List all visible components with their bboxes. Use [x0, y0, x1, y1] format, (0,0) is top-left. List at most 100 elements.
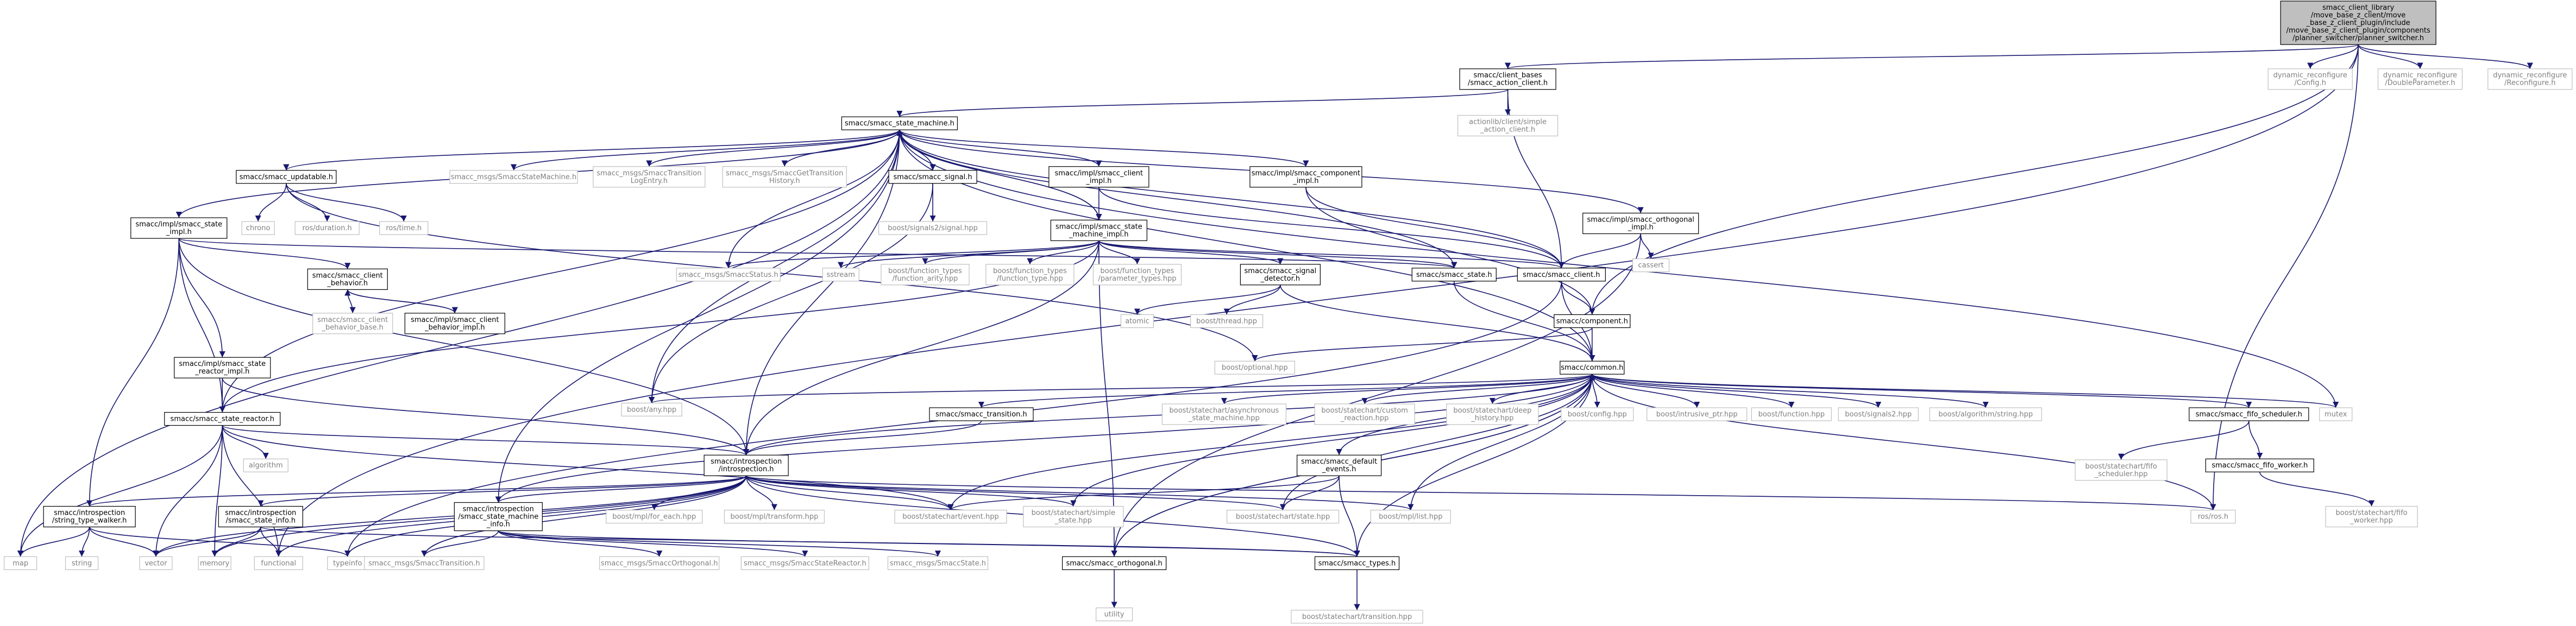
node-box — [2267, 68, 2353, 90]
node-label: boost/statechart/state.hpp — [1236, 513, 1330, 521]
node-mutex: mutex — [2319, 407, 2353, 421]
node-component-impl[interactable]: smacc/impl/smacc_component_impl.h — [1249, 166, 1362, 188]
node-box — [241, 221, 275, 235]
node-box — [1240, 264, 1321, 286]
node-label: smacc/smacc_state.h — [1416, 271, 1492, 279]
node-label: boost/mpl/transform.hpp — [730, 513, 818, 521]
node-label: boost/mpl/list.hpp — [1379, 513, 1442, 521]
edge-sm_h-to-client_h — [899, 130, 1565, 268]
node-sm-info[interactable]: smacc/introspection/smacc_state_machine_… — [454, 502, 543, 532]
node-type-walker[interactable]: smacc/introspection/string_type_walker.h — [43, 505, 136, 528]
node-mpl-for-each: boost/mpl/for_each.hpp — [606, 509, 703, 524]
node-box — [2205, 458, 2314, 472]
node-signal-detector[interactable]: smacc/smacc_signal_detector.h — [1240, 264, 1321, 286]
node-updatable[interactable]: smacc/smacc_updatable.h — [236, 170, 337, 184]
node-boost-function: boost/function.hpp — [1751, 407, 1832, 421]
edge-introspection-to-mpl_transform — [745, 476, 778, 510]
node-label: _impl.h — [1292, 177, 1318, 185]
node-client-impl[interactable]: smacc/impl/smacc_client_impl.h — [1048, 166, 1149, 188]
node-box — [822, 268, 859, 282]
edge-common_h-to-boost_algorithm — [1592, 374, 1989, 408]
node-box — [1161, 403, 1286, 425]
node-types-h[interactable]: smacc/smacc_types.h — [1314, 556, 1400, 570]
node-box — [1291, 610, 1423, 624]
edge-transition_h-to-introspection — [743, 420, 982, 456]
node-sstream: sstream — [822, 268, 859, 282]
node-label: smacc/smacc_fifo_scheduler.h — [2196, 410, 2302, 419]
node-box — [881, 264, 970, 286]
node-box — [294, 221, 360, 235]
edge-common_h-to-sc_simple_state — [1070, 374, 1593, 507]
node-label: smacc/introspection — [54, 509, 125, 517]
node-introspection[interactable]: smacc/introspection/introspection.h — [703, 454, 789, 476]
node-label: smacc_msgs/SmaccTransition — [596, 169, 701, 178]
node-string: string — [65, 556, 99, 570]
edge-sm_info-to-msg_orthogonal — [498, 530, 663, 557]
node-box — [2190, 509, 2236, 524]
node-cb-action-client[interactable]: smacc/client_bases/smacc_action_client.h — [1459, 68, 1556, 90]
node-sc-async: boost/statechart/asynchronous_state_mach… — [1161, 403, 1286, 425]
edge-sm_h-to-map — [17, 130, 900, 557]
node-cb-base: smacc/smacc_client_behavior_base.h — [312, 313, 393, 334]
node-fifo-scheduler[interactable]: smacc/smacc_fifo_scheduler.h — [2189, 407, 2309, 421]
node-msg-reactor: smacc_msgs/SmaccStateReactor.h — [740, 556, 869, 570]
edge-sm_impl-to-orthogonal_h — [1098, 241, 1117, 557]
node-label: _detector.h — [1260, 275, 1300, 283]
node-box — [139, 556, 173, 570]
node-box — [1582, 212, 1699, 235]
node-signal-h[interactable]: smacc/smacc_signal.h — [888, 170, 977, 184]
edge-common_h-to-mutex — [1592, 374, 2339, 408]
node-box — [1459, 68, 1556, 90]
node-label: boost/algorithm/string.hpp — [1938, 410, 2033, 419]
node-label: smacc_msgs/SmaccTransition.h — [368, 559, 480, 567]
edge-introspection-to-sc_state — [745, 475, 1286, 511]
node-state-info[interactable]: smacc/introspection/smacc_state_info.h — [218, 505, 303, 528]
node-map: map — [4, 556, 37, 570]
node-state-reactor[interactable]: smacc/smacc_state_reactor.h — [164, 412, 281, 426]
node-label: ros/time.h — [386, 224, 422, 232]
node-reactor-impl[interactable]: smacc/impl/smacc_state_reactor_impl.h — [174, 357, 271, 378]
node-label: boost/statechart/simple — [1032, 509, 1115, 517]
node-msg-orthogonal: smacc_msgs/SmaccOrthogonal.h — [599, 556, 720, 570]
edge-reactor_impl-to-introspection — [222, 378, 750, 456]
node-label: string — [72, 559, 92, 567]
node-default-events[interactable]: smacc/smacc_default_events.h — [1296, 454, 1382, 476]
edge-common_h-to-boost_signals2 — [1592, 374, 1882, 408]
node-label: ros/duration.h — [303, 224, 352, 232]
node-box — [2487, 68, 2573, 90]
node-label: /DoubleParameter.h — [2385, 79, 2455, 87]
node-component-h[interactable]: smacc/component.h — [1554, 314, 1631, 328]
node-label: /parameter_types.hpp — [1098, 275, 1176, 283]
edge-state_reactor-to-algorithm — [222, 425, 269, 459]
node-common-h[interactable]: smacc/common.h — [1560, 361, 1625, 375]
node-fifo-worker[interactable]: smacc/smacc_fifo_worker.h — [2205, 458, 2314, 472]
node-box — [364, 556, 485, 570]
node-client-behavior[interactable]: smacc/smacc_client_behavior.h — [307, 268, 388, 290]
node-sm-h[interactable]: smacc/smacc_state_machine.h — [841, 116, 958, 130]
node-root[interactable]: smacc_client_library/move_base_z_client/… — [2280, 1, 2436, 45]
node-label: dynamic_reconfigure — [2493, 72, 2567, 80]
edge-sm_impl-to-introspection — [743, 241, 1099, 456]
node-label: _scheduler.hpp — [2094, 470, 2148, 478]
node-box — [1314, 403, 1415, 425]
edge-component_h-to-boost_optional — [1252, 327, 1593, 362]
node-client-h[interactable]: smacc/smacc_client.h — [1517, 268, 1606, 282]
node-label: algorithm — [249, 461, 283, 470]
node-state-h[interactable]: smacc/smacc_state.h — [1411, 268, 1497, 282]
node-cb-impl[interactable]: smacc/impl/smacc_client_behavior_impl.h — [404, 313, 505, 334]
node-box — [1647, 407, 1748, 421]
edge-sm_info-to-msg_transition — [421, 530, 499, 557]
edge-client_h-to-component_h — [1561, 281, 1595, 315]
node-orthogonal-h[interactable]: smacc/smacc_orthogonal.h — [1062, 556, 1167, 570]
node-box — [164, 412, 281, 426]
node-transition-h[interactable]: smacc/smacc_transition.h — [929, 407, 1034, 421]
edge-state_reactor-to-functional — [222, 425, 282, 557]
edge-state_impl-to-client_behavior — [178, 238, 351, 269]
node-label: atomic — [1125, 318, 1149, 326]
node-state-impl[interactable]: smacc/impl/smacc_state_impl.h — [130, 217, 228, 239]
node-ft-arity: boost/function_types/function_arity.hpp — [881, 264, 970, 286]
node-label: smacc/introspection — [463, 505, 534, 514]
node-box — [1314, 556, 1400, 570]
node-sm-impl[interactable]: smacc/impl/smacc_state_machine_impl.h — [1050, 219, 1147, 241]
node-orthogonal-impl[interactable]: smacc/impl/smacc_orthogonal_impl.h — [1582, 212, 1699, 235]
